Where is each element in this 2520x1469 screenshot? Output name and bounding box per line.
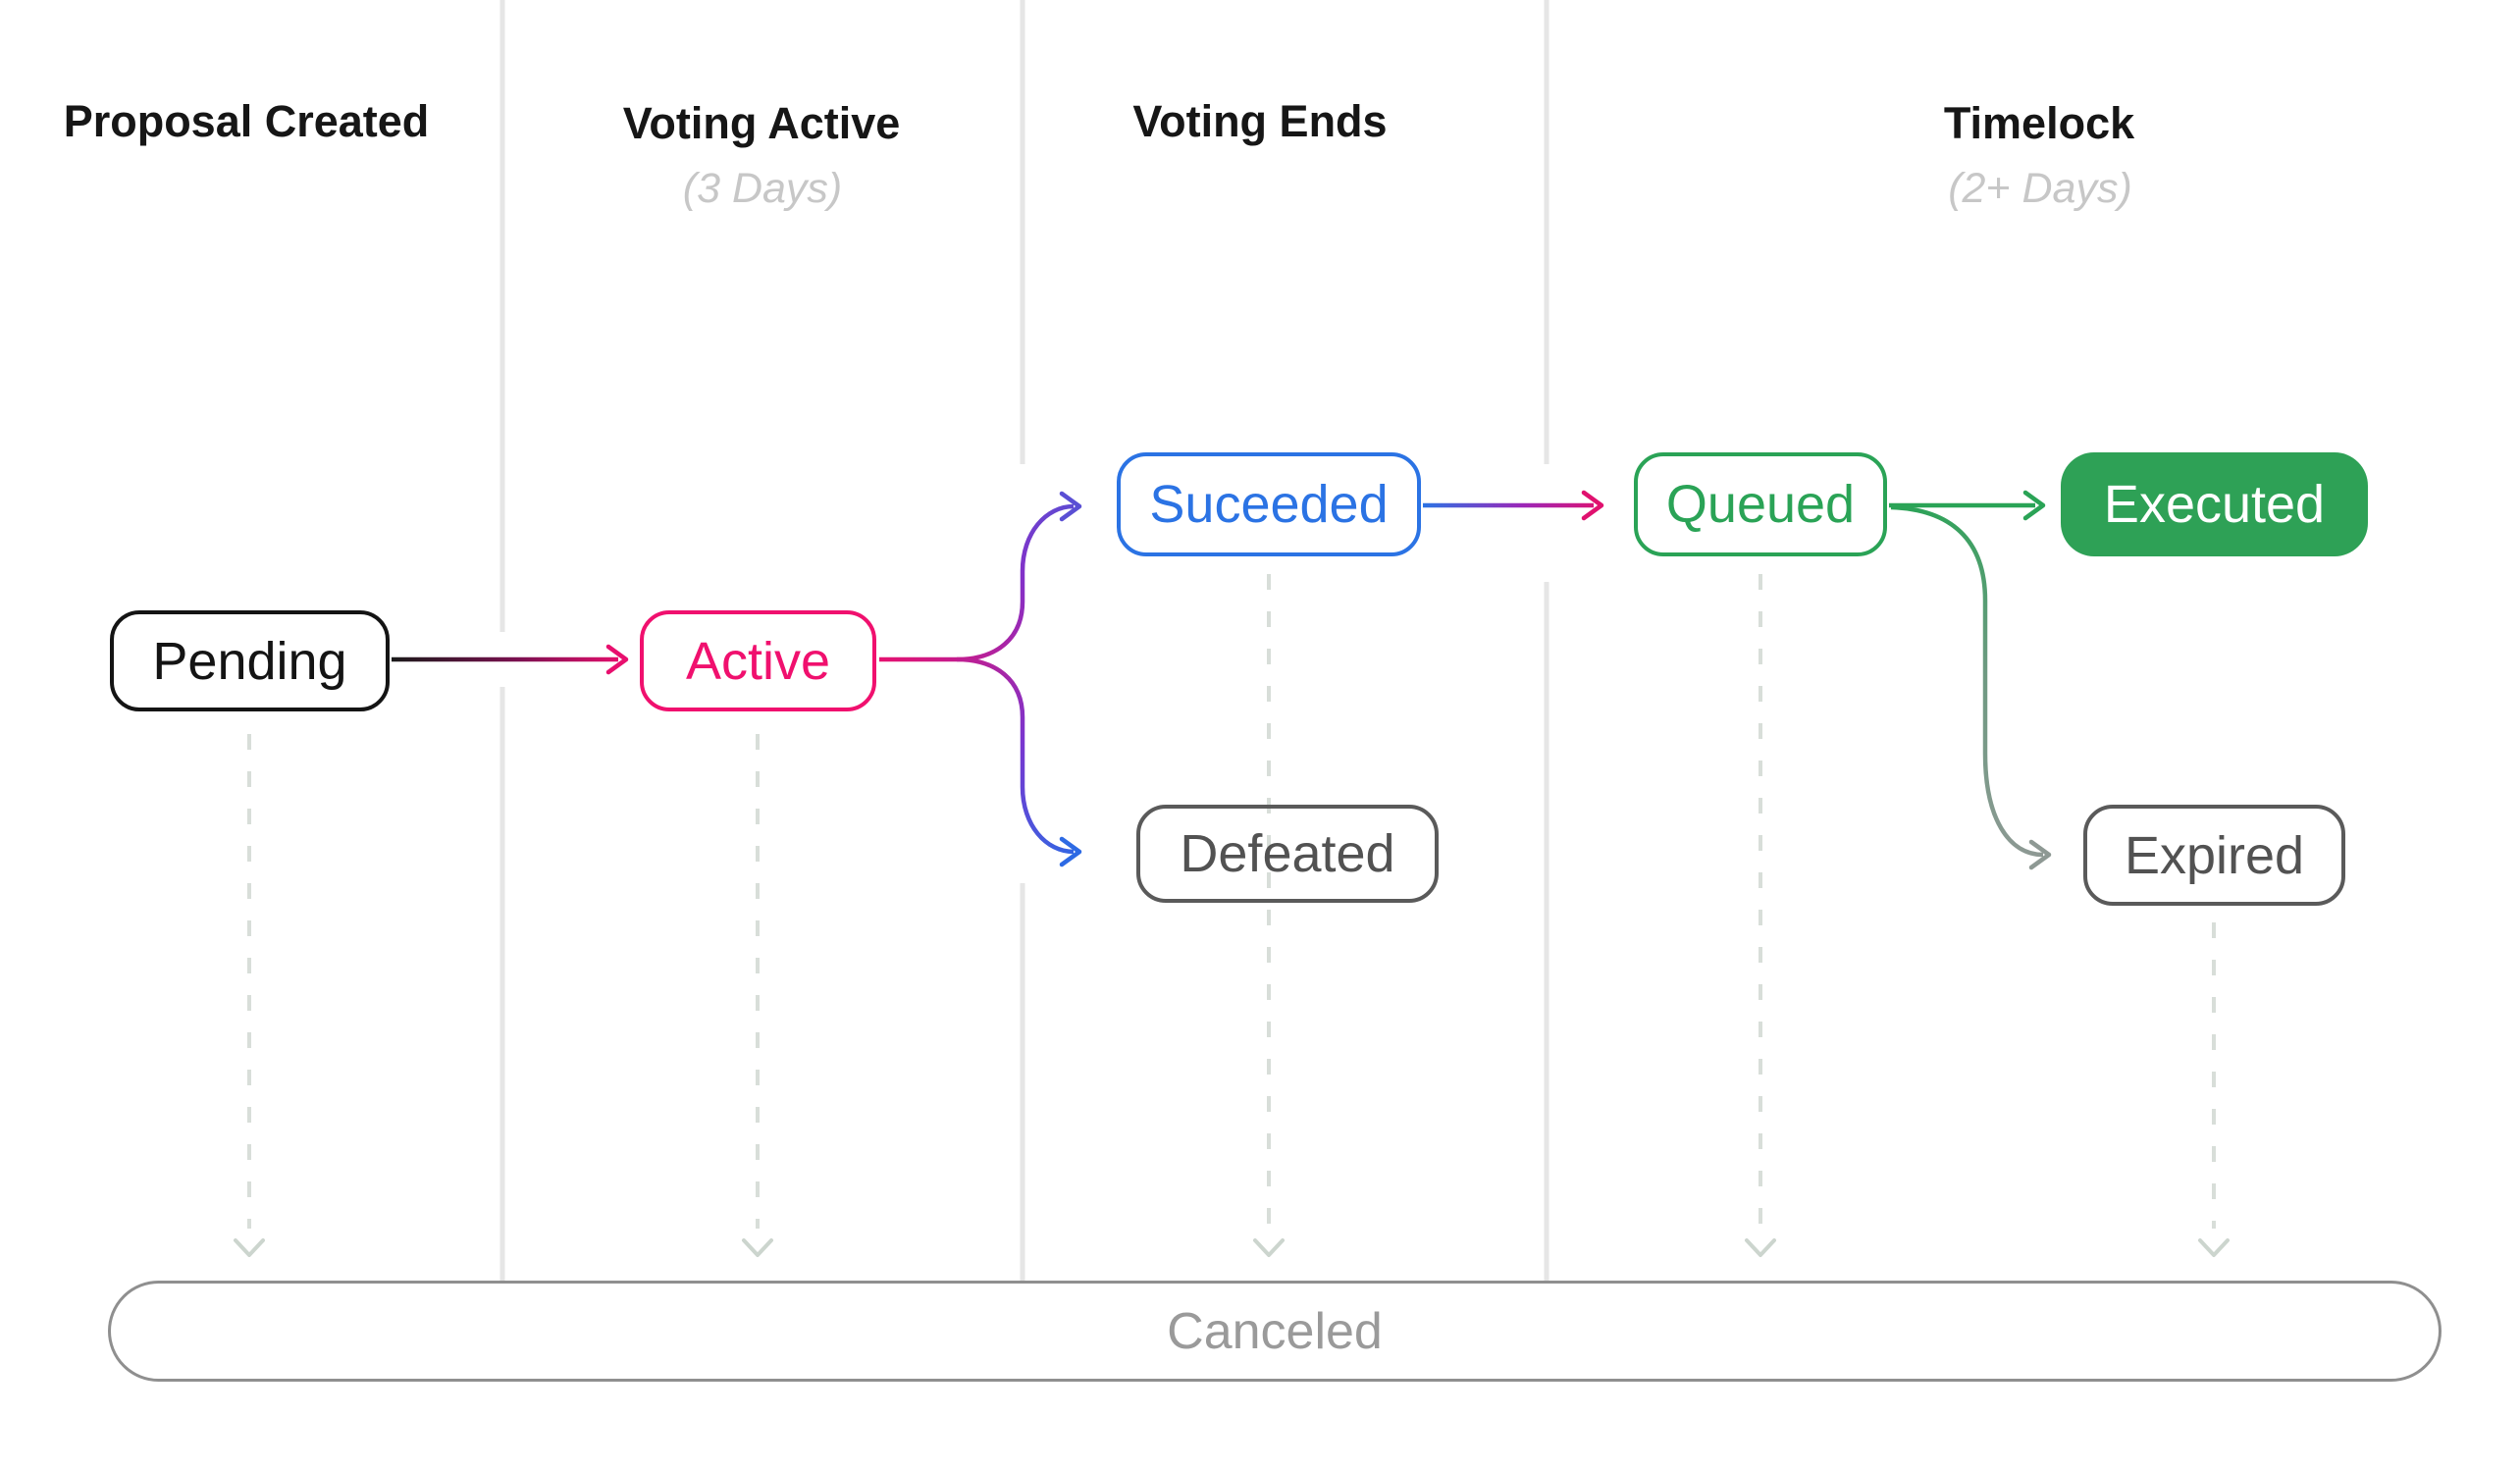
column-dividers [499,0,1549,1282]
edge-queued-expired-arrowhead [2028,839,2052,870]
column-subheader-2plus-days: (2+ Days) [1948,165,2132,212]
edge-active-defeated-arrowhead [1059,836,1082,867]
dashed-cancel-lines [247,574,2216,1229]
edge-active-suceeded [879,503,1075,662]
state-node-canceled: Canceled [108,1281,2441,1382]
edge-queued-expired [1890,504,2044,858]
edge-active-suceeded-arrowhead [1059,491,1082,522]
column-header-proposal-created: Proposal Created [63,96,430,146]
column-header-voting-active: Voting Active [622,98,901,148]
edge-pending-active-arrowhead [605,644,629,675]
state-node-executed: Executed [2061,452,2368,556]
state-node-expired: Expired [2083,805,2345,906]
dashed-arrowheads [234,1238,2230,1257]
column-header-timelock: Timelock [1943,98,2135,148]
edge-queued-executed-arrowhead [2022,490,2046,521]
state-node-queued: Queued [1634,452,1887,556]
state-node-suceeded: Suceeded [1117,452,1421,556]
edge-suceeded-queued-arrowhead [1581,490,1604,521]
column-header-voting-ends: Voting Ends [1132,96,1388,146]
state-node-active: Active [640,610,876,711]
column-subheader-3-days: (3 Days) [682,165,843,212]
edge-active-defeated [956,656,1075,855]
state-node-defeated: Defeated [1136,805,1439,903]
state-node-pending: Pending [110,610,390,711]
